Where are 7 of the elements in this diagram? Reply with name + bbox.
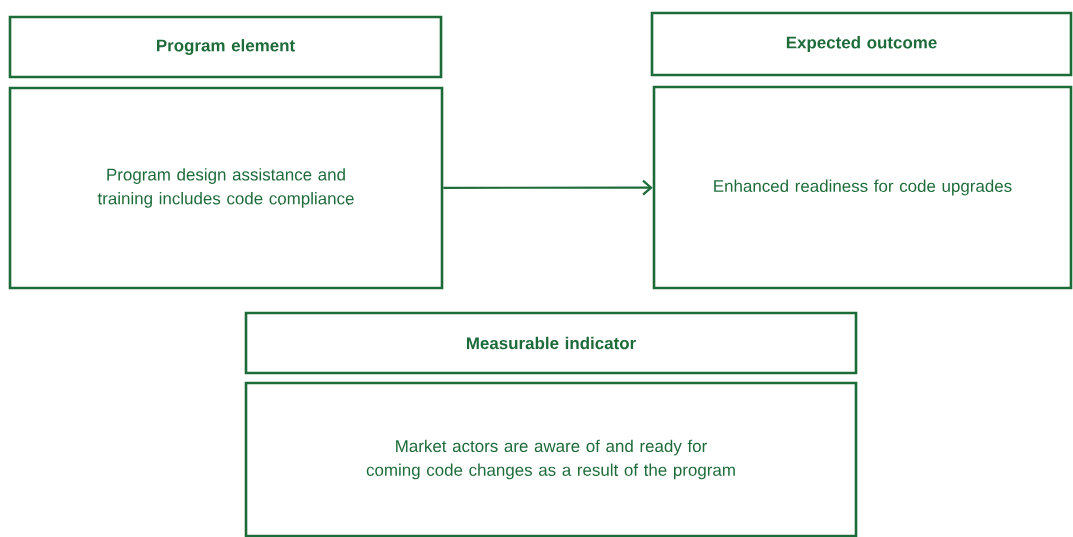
content-box: Program design assistance and training includes code compliance: [8, 86, 444, 290]
header-box: Expected outcome: [650, 11, 1073, 77]
content-box: Enhanced readiness for code upgrades: [652, 85, 1073, 290]
arrow: [443, 179, 653, 196]
header-box: Measurable indicator: [244, 311, 858, 375]
header-box: Program element: [8, 15, 443, 79]
content-box: Market actors are aware of and ready for coming code changes as a result of the program: [244, 381, 858, 537]
